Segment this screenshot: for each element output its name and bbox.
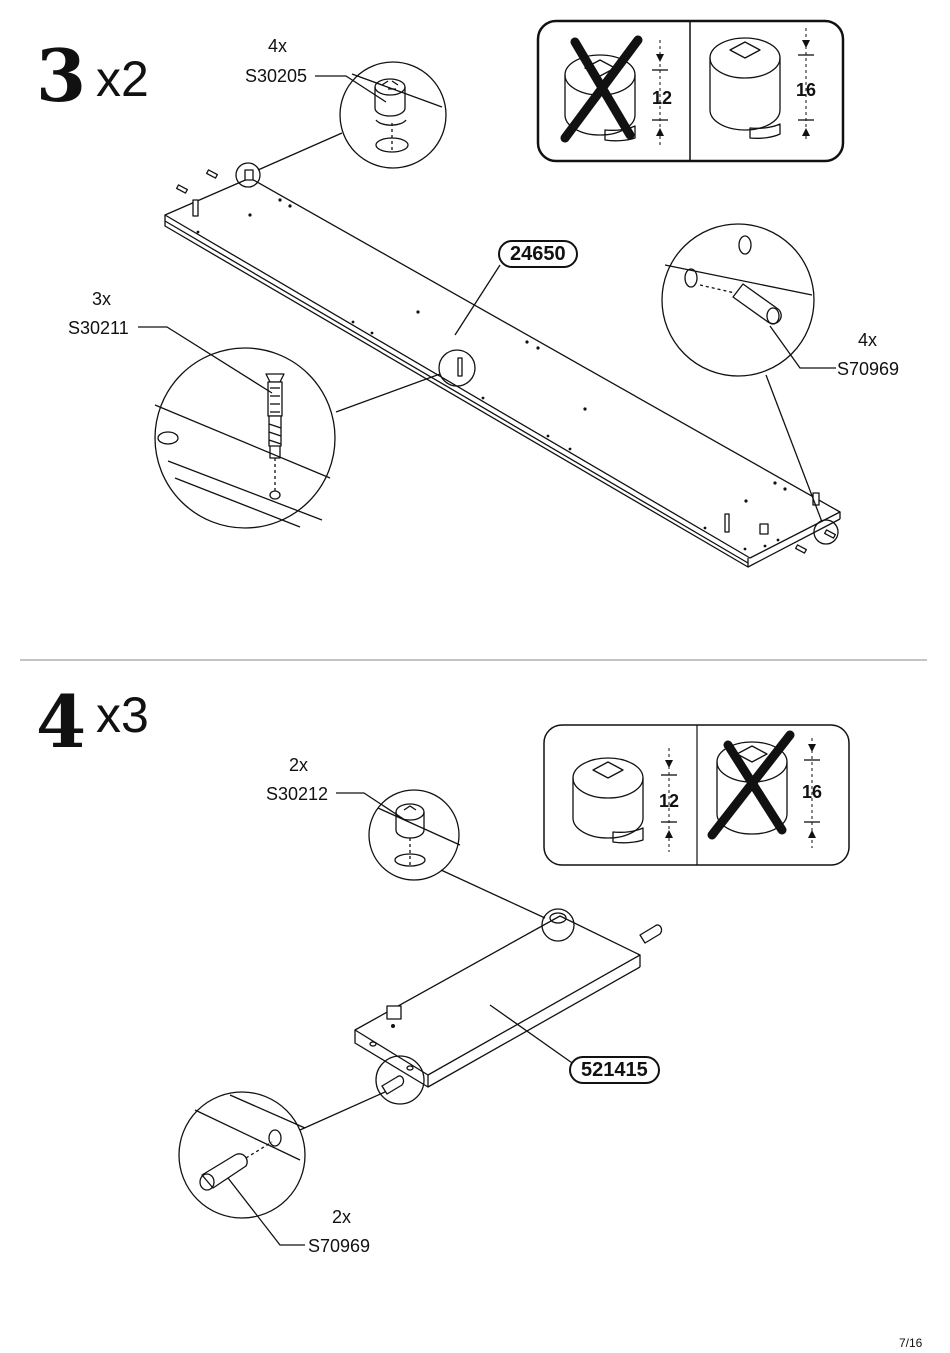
- gauge-dim-wrong: 12: [652, 88, 673, 108]
- board-521415: [354, 915, 641, 1088]
- gauge-dim-correct: 16: [796, 80, 817, 100]
- gauge-box-step3: [536, 19, 845, 163]
- step-3-multiplier: x2: [96, 51, 149, 107]
- part-qty: 2x: [289, 755, 309, 775]
- gauge-box-step4: [543, 724, 850, 866]
- panel-code-badge: 24650: [498, 240, 578, 268]
- board-holes: [196, 198, 787, 551]
- part-code: S30212: [266, 784, 329, 804]
- step-4-multiplier: x3: [96, 687, 149, 743]
- zoom-dowel-s70969-step4: [178, 1091, 386, 1219]
- part-qty: 2x: [332, 1207, 352, 1227]
- gauge-dim-wrong: 16: [802, 782, 823, 802]
- part-qty: 4x: [268, 36, 288, 56]
- board-fittings: [175, 169, 837, 554]
- zoom-cam-s30212: [368, 789, 546, 919]
- part-code: S70969: [837, 359, 900, 379]
- board-24650: [164, 177, 841, 568]
- part-code: S30211: [68, 318, 129, 338]
- zoom-cam-s30205: [257, 61, 447, 171]
- zoom-bolt-s30211: [154, 347, 441, 529]
- part-code: S30205: [245, 66, 308, 86]
- step-4-number: 4: [36, 679, 87, 764]
- shelf-dowels: [375, 924, 663, 1105]
- zoom-dowel-s70969: [661, 223, 823, 523]
- panel-code-badge: 521415: [569, 1056, 660, 1084]
- step-3-number: 3: [36, 33, 87, 118]
- part-qty: 3x: [92, 289, 112, 309]
- gauge-dim-correct: 12: [659, 791, 680, 811]
- part-code: S70969: [308, 1236, 371, 1256]
- page-number: 7/16: [899, 1336, 923, 1350]
- part-qty: 4x: [858, 330, 878, 350]
